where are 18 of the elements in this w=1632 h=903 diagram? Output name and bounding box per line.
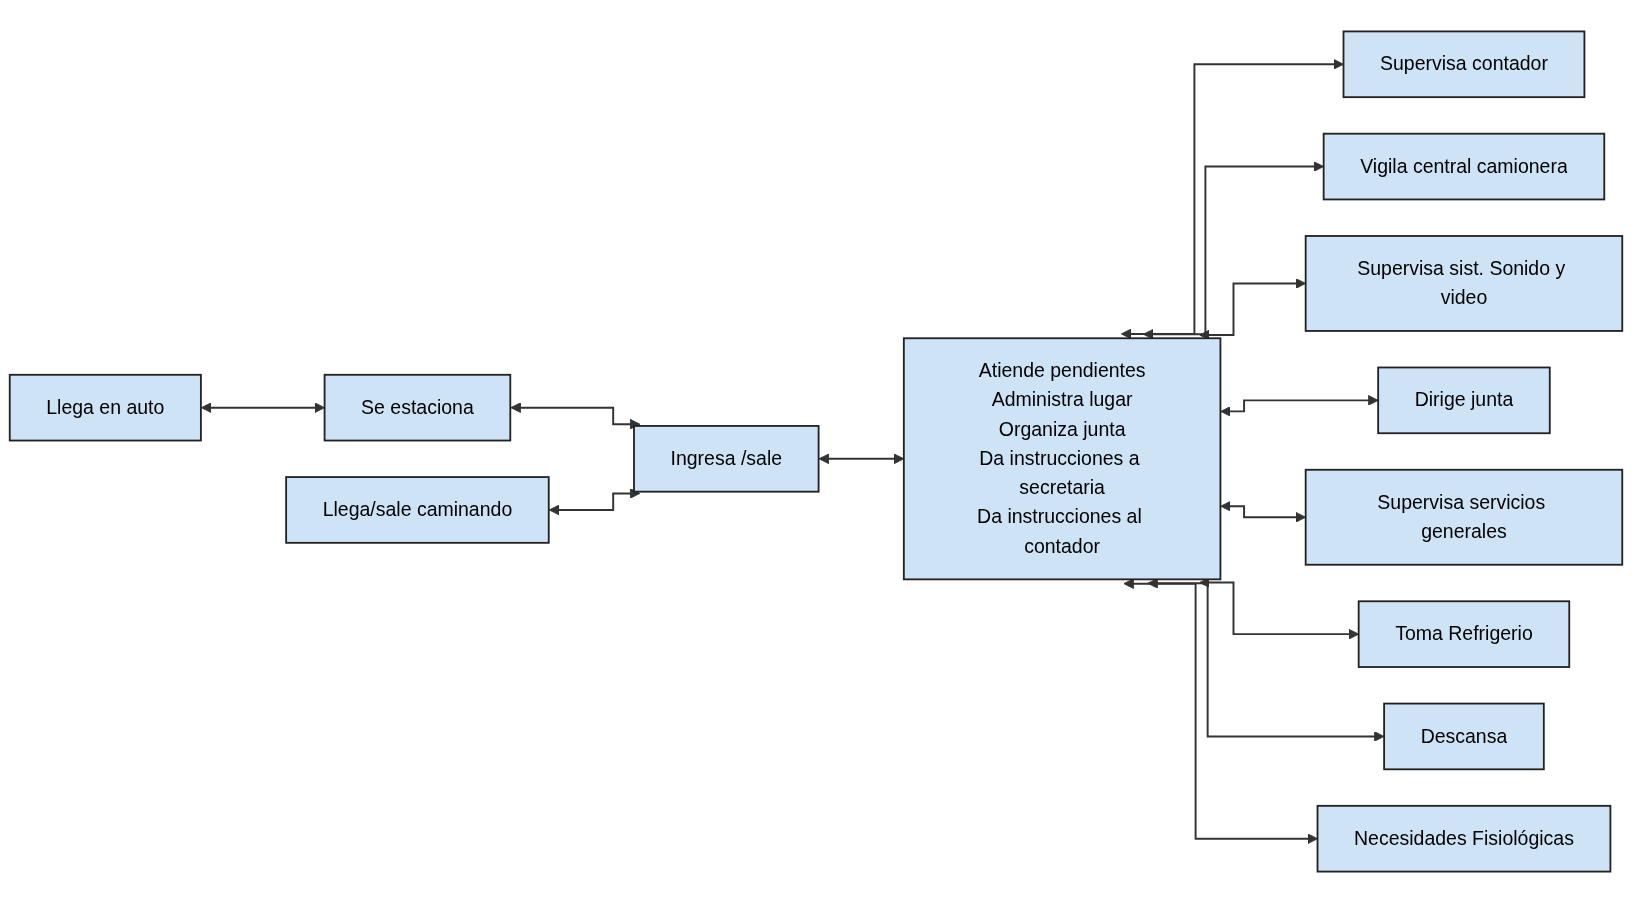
node-box: Supervisa servicios generales xyxy=(1304,468,1624,566)
node-box: Supervisa contador xyxy=(1342,30,1586,99)
arrow xyxy=(548,488,641,516)
node-box: Atiende pendientes Administra lugar Organiza junta Da instrucciones a secretaria Da instrucciones al contador xyxy=(902,337,1222,581)
arrow xyxy=(510,402,641,430)
node-box: Necesidades Fisiológicas xyxy=(1316,804,1612,873)
node-box: Ingresa /sale xyxy=(633,425,820,493)
node-box: Supervisa sist. Sonido y video xyxy=(1304,235,1624,332)
node-box: Llega en auto xyxy=(8,373,202,442)
node-box: Se estaciona xyxy=(323,373,512,442)
arrow xyxy=(1120,58,1344,340)
node-box: Toma Refrigerio xyxy=(1357,600,1571,668)
node-box: Descansa xyxy=(1383,702,1545,771)
node-box: Dirige junta xyxy=(1377,366,1551,435)
node-box: Llega/sale caminando xyxy=(285,476,550,544)
node-box: Vigila central camionera xyxy=(1322,132,1606,201)
arrow xyxy=(1123,578,1318,845)
arrow xyxy=(1220,395,1379,417)
